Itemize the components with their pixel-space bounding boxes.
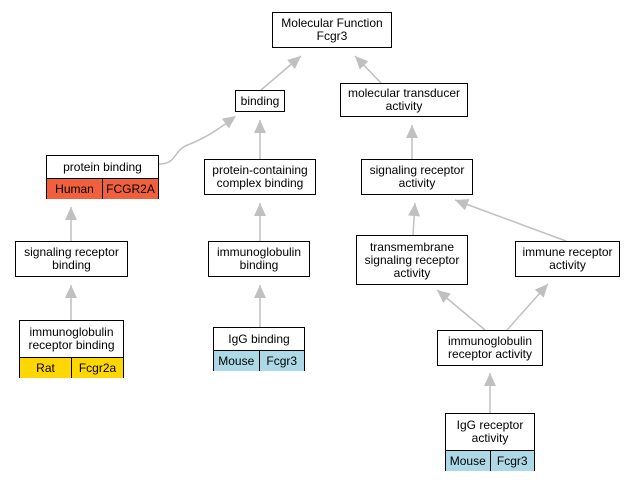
edge-protein-binding-to-binding bbox=[158, 116, 236, 165]
node-signaling-receptor-activity[interactable]: signaling receptor activity bbox=[361, 159, 473, 195]
edge-iggra-to-igra bbox=[484, 373, 496, 413]
node-protein-containing-complex-binding[interactable]: protein-containing complex binding bbox=[204, 159, 316, 195]
node-label: binding bbox=[240, 93, 280, 108]
edge-igb-to-pccb bbox=[254, 203, 266, 241]
arrowhead bbox=[437, 290, 451, 303]
node-molecular-function[interactable]: Molecular Function Fcgr3 bbox=[272, 12, 392, 48]
gene-tag: FCGR2A bbox=[102, 179, 158, 199]
edge-line bbox=[454, 199, 567, 242]
node-label: immunoglobulin receptor activity bbox=[447, 334, 533, 361]
node-immune-receptor-activity[interactable]: immune receptor activity bbox=[515, 241, 620, 277]
edge-tsra-to-sra bbox=[408, 202, 421, 236]
edge-mta-to-root bbox=[354, 55, 382, 84]
edge-sra-to-mta bbox=[406, 125, 418, 159]
gene-tag: Fcgr3 bbox=[258, 351, 304, 371]
arrowhead bbox=[355, 56, 369, 70]
species-tag: Human bbox=[47, 179, 102, 199]
node-label: IgG receptor activity bbox=[456, 418, 524, 445]
arrowhead bbox=[254, 285, 266, 298]
annotation-row: Rat Fcgr2a bbox=[20, 357, 123, 378]
node-label: transmembrane signaling receptor activit… bbox=[364, 239, 460, 280]
species-tag: Mouse bbox=[214, 351, 259, 371]
arrowhead bbox=[65, 285, 77, 298]
node-signaling-receptor-binding[interactable]: signaling receptor binding bbox=[15, 241, 128, 277]
node-igg-binding[interactable]: IgG binding Mouse Fcgr3 bbox=[213, 327, 305, 371]
arrowhead bbox=[534, 284, 548, 298]
arrowhead bbox=[408, 203, 421, 217]
gene-tag: Fcgr2a bbox=[71, 358, 123, 378]
arrowhead bbox=[254, 203, 266, 216]
edge-igra-to-tsra bbox=[436, 289, 486, 331]
annotation-row: Human FCGR2A bbox=[47, 178, 158, 199]
node-immunoglobulin-binding[interactable]: immunoglobulin binding bbox=[208, 241, 310, 277]
node-label: Molecular Function Fcgr3 bbox=[281, 16, 383, 43]
edge-ira-to-sra bbox=[454, 199, 567, 242]
edge-srb-to-protein-binding bbox=[65, 207, 77, 241]
node-protein-binding[interactable]: protein binding Human FCGR2A bbox=[46, 155, 159, 199]
edge-line bbox=[158, 117, 235, 165]
edge-iggb-to-igb bbox=[254, 285, 266, 327]
arrowhead bbox=[406, 125, 418, 138]
node-label: signaling receptor activity bbox=[369, 163, 465, 190]
arrowhead bbox=[287, 56, 301, 69]
node-immunoglobulin-receptor-binding[interactable]: immunoglobulin receptor binding Rat Fcgr… bbox=[19, 320, 124, 378]
edge-igra-to-ira bbox=[506, 283, 549, 331]
arrowhead bbox=[484, 373, 496, 386]
arrowhead bbox=[455, 199, 470, 211]
node-label: immunoglobulin receptor binding bbox=[28, 325, 115, 352]
species-tag: Rat bbox=[20, 358, 71, 378]
node-transmembrane-signaling-receptor-activity[interactable]: transmembrane signaling receptor activit… bbox=[356, 235, 468, 285]
arrowhead bbox=[254, 120, 266, 133]
node-igg-receptor-activity[interactable]: IgG receptor activity Mouse Fcgr3 bbox=[445, 413, 535, 471]
edge-pccb-to-binding bbox=[254, 120, 266, 159]
node-immunoglobulin-receptor-activity[interactable]: immunoglobulin receptor activity bbox=[437, 330, 543, 366]
arrowhead bbox=[221, 116, 236, 129]
annotation-row: Mouse Fcgr3 bbox=[214, 350, 304, 371]
node-label: protein-containing complex binding bbox=[212, 163, 308, 190]
node-binding[interactable]: binding bbox=[235, 90, 285, 112]
node-label: immunoglobulin binding bbox=[216, 245, 302, 272]
annotation-row: Mouse Fcgr3 bbox=[446, 450, 534, 471]
species-tag: Mouse bbox=[446, 451, 490, 471]
edge-irb-to-srb bbox=[65, 285, 77, 320]
edge-binding-to-root bbox=[260, 55, 302, 91]
node-label: protein binding bbox=[63, 159, 142, 174]
arrowhead bbox=[65, 207, 77, 220]
node-label: molecular transducer activity bbox=[347, 86, 461, 113]
gene-tag: Fcgr3 bbox=[489, 451, 534, 471]
node-molecular-transducer-activity[interactable]: molecular transducer activity bbox=[340, 83, 468, 117]
node-label: IgG binding bbox=[228, 331, 290, 346]
node-label: signaling receptor binding bbox=[24, 245, 119, 272]
node-label: immune receptor activity bbox=[522, 245, 613, 272]
